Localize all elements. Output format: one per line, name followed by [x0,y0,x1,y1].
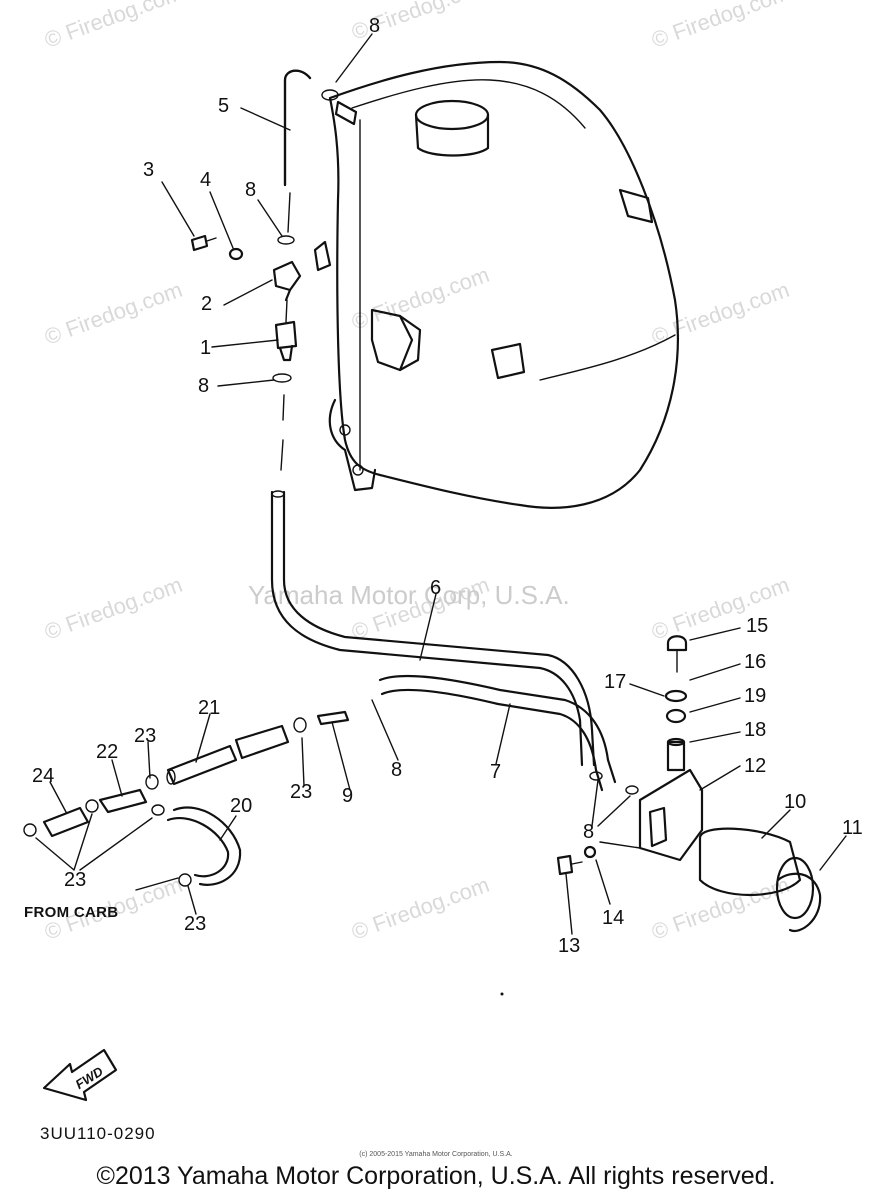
diagram-code: 3UU110-0290 [40,1124,156,1143]
callout-number: 19 [744,685,766,707]
vent-assembly [190,69,339,471]
callout-number: 23 [290,781,312,803]
copyright-notice: ©2013 Yamaha Motor Corporation, U.S.A. A… [96,1162,776,1190]
callout-number: 20 [230,795,252,817]
fuel-tank [313,60,680,509]
callout-number: 6 [430,577,441,599]
callouts: 8 5 3 4 8 2 1 8 6 21 23 22 24 20 23 9 8 … [32,15,863,957]
callout-number: 8 [583,821,594,843]
watermark: © Firedog.com [41,0,185,53]
callout-number: 16 [744,651,766,673]
callout-number: 12 [744,755,766,777]
fuel-filter-assembly [556,635,822,933]
fuel-hoses [270,490,617,792]
fwd-arrow: FWD [42,1048,118,1102]
watermark: © Firedog.com [41,572,185,645]
callout-number: 24 [32,765,54,787]
watermark: © Firedog.com [648,572,792,645]
callout-number: 8 [369,15,380,37]
callout-number: 11 [842,817,863,839]
watermark: © Firedog.com [41,277,185,350]
callout-number: 23 [184,913,206,935]
callout-number: 22 [96,741,118,763]
watermark: © Firedog.com [648,872,792,945]
callout-number: 18 [744,719,766,741]
carb-hoses [23,717,307,887]
callout-number: 8 [198,375,209,397]
watermark: © Firedog.com [648,0,792,53]
callout-number: 7 [490,761,501,783]
callout-number: 2 [201,293,212,315]
watermark: © Firedog.com [648,277,792,350]
callout-number: 8 [391,759,402,781]
callout-number: 13 [558,935,580,957]
callout-number: 3 [143,159,154,181]
callout-number: 14 [602,907,624,929]
callout-number: 9 [342,785,353,807]
callout-number: 23 [134,725,156,747]
leader-lines [35,33,847,935]
callout-number: 10 [784,791,806,813]
callout-number: 17 [604,671,626,693]
callout-number: 15 [746,615,768,637]
from-carb-label: FROM CARB [24,904,119,921]
callout-number: 21 [198,697,220,719]
watermark: © Firedog.com [348,262,492,335]
speck [500,992,504,996]
callout-number: 8 [245,179,256,201]
small-print: (c) 2005-2015 Yamaha Motor Corporation, … [359,1151,513,1158]
callout-number: 1 [200,337,211,359]
brand-watermark: Yamaha Motor Corp, U.S.A. [248,580,570,610]
callout-number: 23 [64,869,86,891]
callout-number: 4 [200,169,211,191]
watermark: © Firedog.com [348,872,492,945]
callout-number: 5 [218,95,229,117]
